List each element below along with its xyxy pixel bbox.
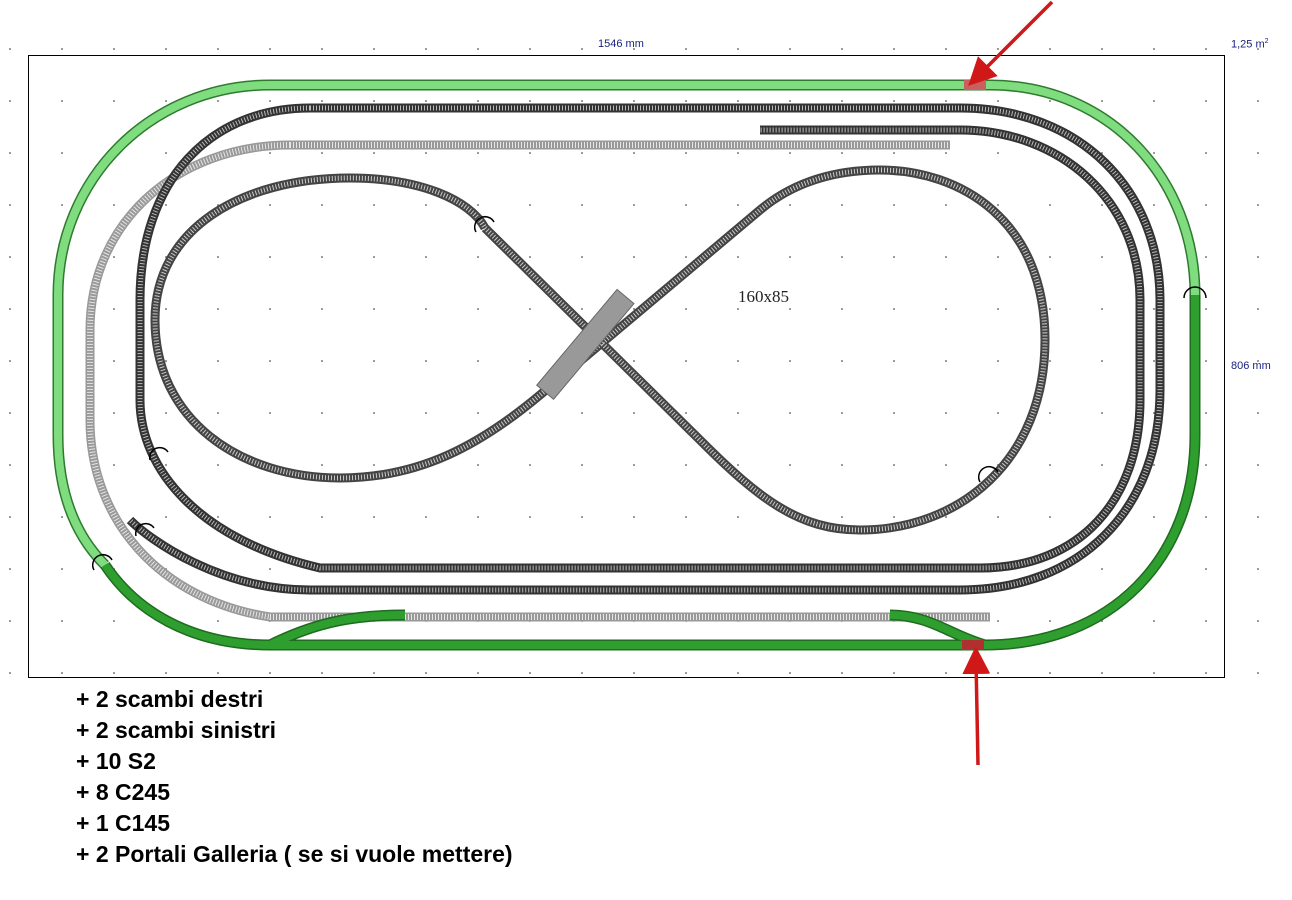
track-figure-eight [150,165,1050,535]
joint-marker-bottom [962,640,984,650]
width-dimension: 1546 mm [598,38,644,50]
area-value: 1,25 m [1231,38,1265,51]
parts-list-item: + 10 S2 [76,748,156,774]
parts-list: + 2 scambi destri + 2 scambi sinistri + … [76,684,513,870]
parts-list-item: + 2 scambi destri [76,686,264,712]
height-dimension: 806 mm [1231,360,1271,372]
joint-marker-top [964,80,986,90]
parts-list-item: + 2 scambi sinistri [76,717,277,743]
area-superscript: 2 [1264,38,1269,45]
track-dark-ties [128,105,1163,593]
track-end-caps [91,216,1207,571]
parts-list-item: + 8 C245 [76,779,170,805]
board-outline [28,55,1225,678]
area-dimension: 1,25 m2 [1231,38,1269,51]
red-arrow-top [968,0,1054,86]
board-size-label: 160x85 [738,287,789,306]
crossing-piece [536,288,635,400]
track-green-light-fill [54,81,1199,568]
parts-list-item: + 1 C145 [76,810,170,836]
red-arrow-bottom [962,646,991,766]
parts-list-item: + 2 Portali Galleria ( se si vuole mette… [76,841,513,867]
